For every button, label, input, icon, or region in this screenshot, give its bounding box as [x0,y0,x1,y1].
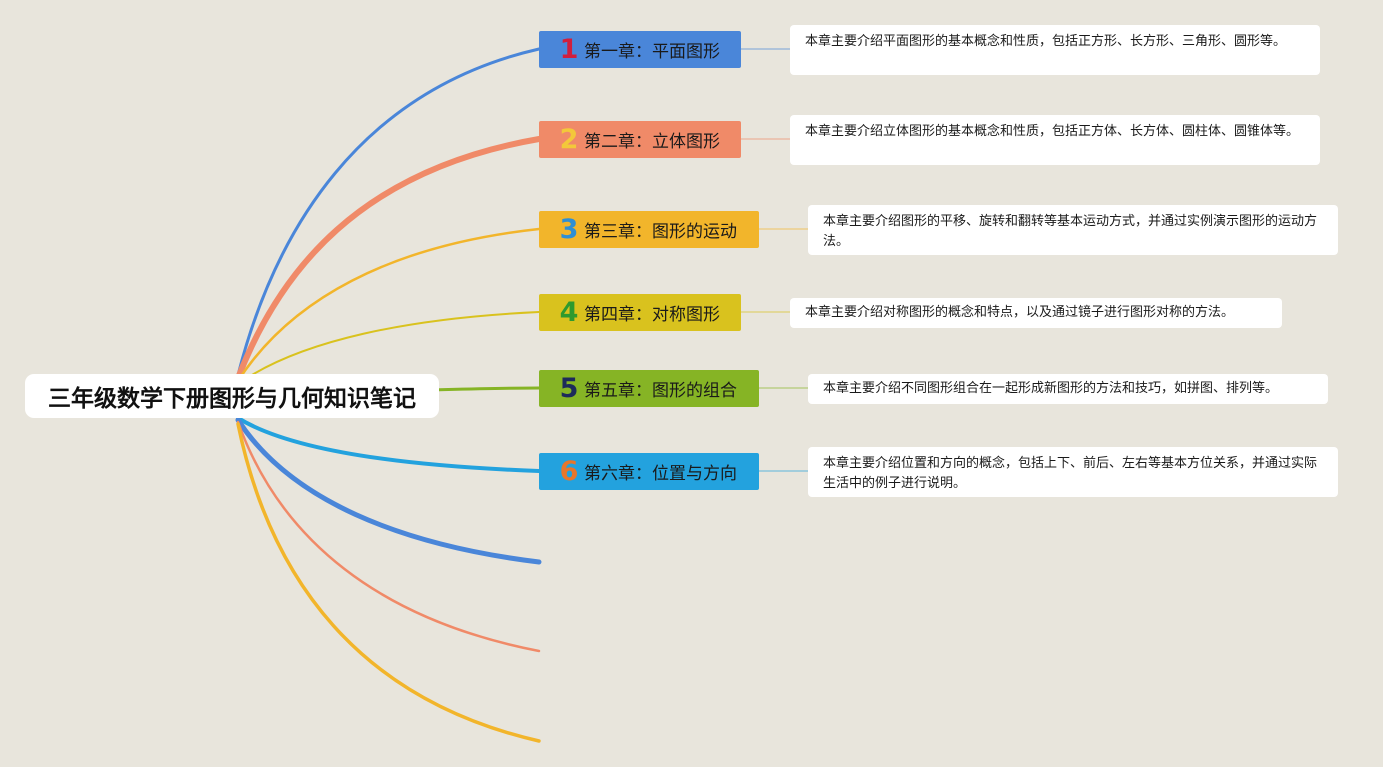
branch-line-5 [428,386,541,392]
central-topic-label: 三年级数学下册图形与几何知识笔记 [48,386,416,412]
chapter-node-4[interactable]: 4 第四章：对称图形 [539,294,741,331]
chapter-node-6[interactable]: 6 第六章：位置与方向 [539,453,759,490]
chapter-note-text-2: 本章主要介绍立体图形的基本概念和性质，包括正方体、长方体、圆柱体、圆锥体等。 [805,124,1300,139]
branch-lines [235,47,542,743]
chapter-note-6[interactable]: 本章主要介绍位置和方向的概念，包括上下、前后、左右等基本方位关系，并通过实际生活… [808,447,1338,497]
chapter-note-text-3: 本章主要介绍图形的平移、旋转和翻转等基本运动方式，并通过实例演示图形的运动方法。 [823,214,1318,249]
empty-branch-line-1 [235,417,542,565]
chapter-node-2[interactable]: 2 第二章：立体图形 [539,121,741,158]
chapter-number-5: 5 [559,373,579,404]
empty-branch-line-2 [236,420,541,653]
chapter-label-3: 第三章：图形的运动 [584,222,737,242]
chapter-label-2: 第二章：立体图形 [584,132,720,152]
chapter-node-1[interactable]: 1 第一章：平面图形 [539,31,741,68]
branch-line-1 [236,47,541,377]
chapter-label-5: 第五章：图形的组合 [584,381,737,401]
chapter-note-text-6: 本章主要介绍位置和方向的概念，包括上下、前后、左右等基本方位关系，并通过实际生活… [823,456,1318,491]
chapter-note-text-5: 本章主要介绍不同图形组合在一起形成新图形的方法和技巧，如拼图、排列等。 [823,381,1279,396]
chapter-label-4: 第四章：对称图形 [584,305,720,325]
chapter-note-3[interactable]: 本章主要介绍图形的平移、旋转和翻转等基本运动方式，并通过实例演示图形的运动方法。 [808,205,1338,255]
chapter-number-1: 1 [559,34,579,65]
empty-branch-line-3 [236,422,541,743]
chapter-note-5[interactable]: 本章主要介绍不同图形组合在一起形成新图形的方法和技巧，如拼图、排列等。 [808,374,1328,404]
chapter-note-4[interactable]: 本章主要介绍对称图形的概念和特点，以及通过镜子进行图形对称的方法。 [790,298,1282,328]
leader-lines [741,48,808,472]
chapter-number-2: 2 [559,124,579,155]
chapter-node-5[interactable]: 5 第五章：图形的组合 [539,370,759,407]
chapter-note-2[interactable]: 本章主要介绍立体图形的基本概念和性质，包括正方体、长方体、圆柱体、圆锥体等。 [790,115,1320,165]
branch-line-3 [236,227,541,383]
chapter-number-6: 6 [559,456,579,487]
branch-line-4 [237,311,540,385]
chapter-number-3: 3 [559,214,579,245]
chapter-number-4: 4 [559,297,579,328]
chapter-label-6: 第六章：位置与方向 [584,464,737,484]
branch-line-2 [235,136,542,381]
chapter-note-text-1: 本章主要介绍平面图形的基本概念和性质，包括正方形、长方形、三角形、圆形等。 [805,34,1287,49]
chapter-note-text-4: 本章主要介绍对称图形的概念和特点，以及通过镜子进行图形对称的方法。 [805,305,1235,320]
branch-line-6 [236,416,541,473]
chapter-node-3[interactable]: 3 第三章：图形的运动 [539,211,759,248]
chapter-note-1[interactable]: 本章主要介绍平面图形的基本概念和性质，包括正方形、长方形、三角形、圆形等。 [790,25,1320,75]
central-topic[interactable]: 三年级数学下册图形与几何知识笔记 [25,374,439,418]
chapter-label-1: 第一章：平面图形 [584,42,720,62]
